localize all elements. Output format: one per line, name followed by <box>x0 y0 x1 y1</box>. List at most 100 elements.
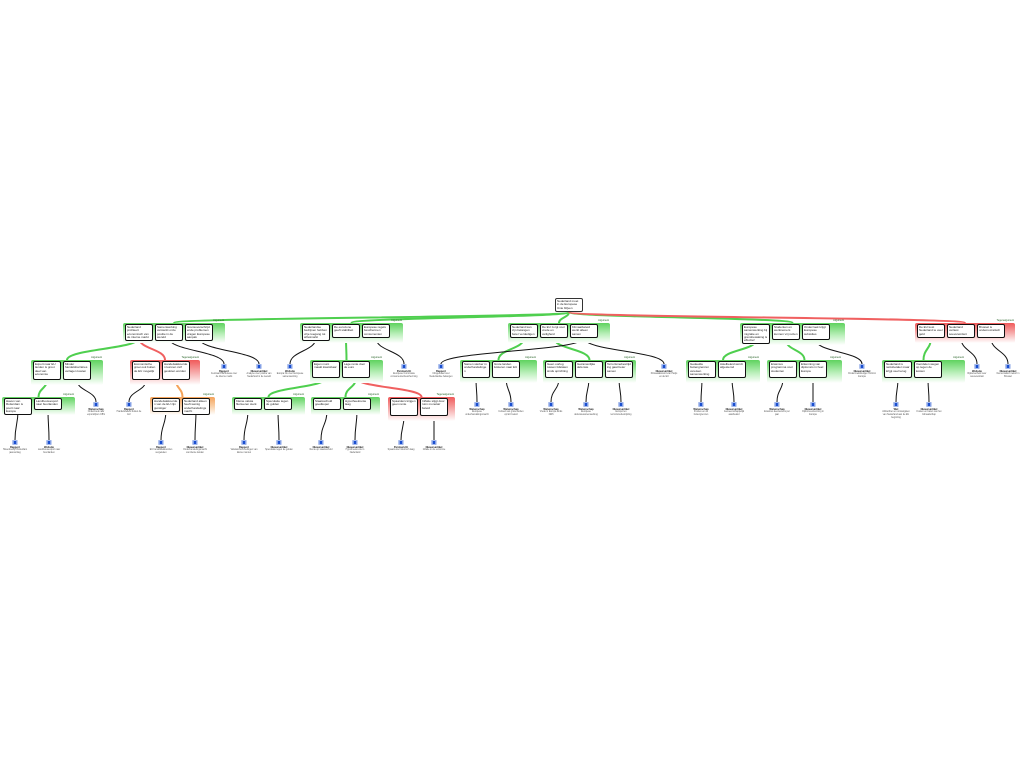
source-title: Nieuwsartikel <box>725 408 743 411</box>
group-label: Tegenargument <box>996 319 1014 323</box>
claim-box[interactable]: Minder handelsbarrières verlagen kosten <box>63 361 91 380</box>
claim-box[interactable]: Landbouwexport naar buurlanden <box>34 398 62 410</box>
claim-box[interactable]: Europese samenwerking bij migratie en gr… <box>742 324 770 345</box>
source-icon: ▣ <box>158 440 164 446</box>
claim-box[interactable]: De EU zorgt voor vrede en veiligheid <box>540 324 568 338</box>
claim-box[interactable]: Nederland is nettobetaler maar krijgt ve… <box>884 361 912 378</box>
claim-box[interactable]: De EU kost Nederland te veel geld <box>917 324 945 338</box>
source-text: Rente op staatsschuld <box>309 449 333 451</box>
source-icon: ▣ <box>661 364 667 370</box>
claim-box[interactable]: Gezamenlijke defensie <box>575 361 603 378</box>
claim-box[interactable]: Terrorismebestrijding gaat beter samen <box>605 361 633 378</box>
group-label: Argument <box>368 393 379 397</box>
claim-box[interactable]: Nederland verliest soevereiniteit <box>947 324 975 338</box>
claim-box[interactable]: Handelsakkoorden van de EU zijn gunstige… <box>152 398 180 412</box>
claim-box[interactable]: Nederland alleen heeft weinig onderhande… <box>182 398 210 416</box>
claim-box[interactable]: Hypotheekrente laag <box>343 398 371 410</box>
source-icon: ▣ <box>318 440 324 446</box>
group-label: Argument <box>213 319 224 323</box>
source-icon: ▣ <box>810 402 816 408</box>
claim-box[interactable]: Klimaatbeleid werkt alleen samen <box>570 324 598 338</box>
claim-box[interactable]: Spaarders krijgen geen rente <box>390 398 418 416</box>
claim-box[interactable]: Brussel is ondemocratisch <box>977 324 1005 338</box>
group-label: Argument <box>525 356 536 360</box>
source-icon: ▣ <box>618 402 624 408</box>
claim-box[interactable]: Asielbeleid wordt afgestemd <box>718 361 746 378</box>
claim-box[interactable]: De eurozone geeft stabiliteit <box>332 324 360 338</box>
claim-box[interactable]: Voordelen wegen op tegen de kosten <box>914 361 942 378</box>
source-title: Nieuwsartikel <box>655 370 673 373</box>
source-text: EU handelsakkoorden vergeleken <box>149 449 173 454</box>
claim-box[interactable]: Inflatie stijgt door ruim monetair belei… <box>420 398 448 416</box>
group-label: Tegenargument <box>181 356 199 360</box>
claim-box[interactable]: Kleine valuta fluctueren sterk <box>234 398 262 410</box>
group-label: Argument <box>830 356 841 360</box>
claim-box[interactable]: Studenten en werknemers kunnen vrij reiz… <box>772 324 800 340</box>
source-icon: ▣ <box>256 364 262 370</box>
claim-box[interactable]: Samenwerking versterkt onze positie in d… <box>155 324 183 342</box>
claim-box[interactable]: Eigen munt maakt kwetsbaar <box>312 361 340 378</box>
claim-box[interactable]: Nederland profiteert economisch van de i… <box>125 324 153 342</box>
claim-box[interactable]: Gedeelde buitengrenzen vereisen samenwer… <box>688 361 716 379</box>
source-text: Landbouwexport naar buurlanden <box>37 449 61 454</box>
claim-box[interactable]: Export naar EU landen is groot deel van … <box>33 361 61 380</box>
source-title: Website <box>44 446 54 449</box>
claim-box[interactable]: Erasmus programma voor studenten <box>769 361 797 378</box>
claim-box[interactable]: Staatsschuld goedkoper <box>313 398 341 410</box>
source-text: Centraal Planbureau over de interne mark… <box>210 373 238 378</box>
claim-box[interactable]: Grensoverschrijdende problemen vragen Eu… <box>185 324 213 342</box>
group-label: Argument <box>293 393 304 397</box>
claim-box[interactable]: Grote landen luisteren naar EU <box>492 361 520 378</box>
claim-box[interactable]: Economische groei ook buiten de EU mogel… <box>132 361 160 380</box>
claim-box[interactable]: Haven van Rotterdam is poort naar Europa <box>4 398 32 416</box>
source-text: Speculatie tegen de gulden <box>265 449 293 451</box>
claim-box[interactable]: Geen oorlog tussen lidstaten sinds opric… <box>545 361 573 378</box>
root-claim[interactable]: Nederland moet in de Europese Unie blijv… <box>555 298 583 312</box>
source-title: Website <box>285 370 295 373</box>
claim-box[interactable]: Samen sterker in onderhandelingen <box>462 361 490 378</box>
source-text: Europa Nu over Europese samenwerking <box>276 373 304 378</box>
claim-box[interactable]: Lage rente door de euro <box>342 361 370 378</box>
claim-box[interactable]: Nederlandse bedrijven hebben vrije toega… <box>302 324 330 342</box>
group-label: Tegenargument <box>436 393 454 397</box>
claim-box[interactable]: Europese regels beschermen consumenten <box>362 324 390 338</box>
claim-box[interactable]: Nederland kan zijn belangen beter verded… <box>510 324 538 338</box>
claim-box[interactable]: Handelsakkoorden kunnen zelf gesloten wo… <box>162 361 190 380</box>
claim-box[interactable]: Erkenning van diploma's in heel Europa <box>799 361 827 378</box>
source-icon: ▣ <box>431 440 437 446</box>
claim-box[interactable]: Onderzoek krijgt Europese subsidies <box>802 324 830 340</box>
claim-box[interactable]: Speculatie tegen de gulden <box>264 398 292 410</box>
